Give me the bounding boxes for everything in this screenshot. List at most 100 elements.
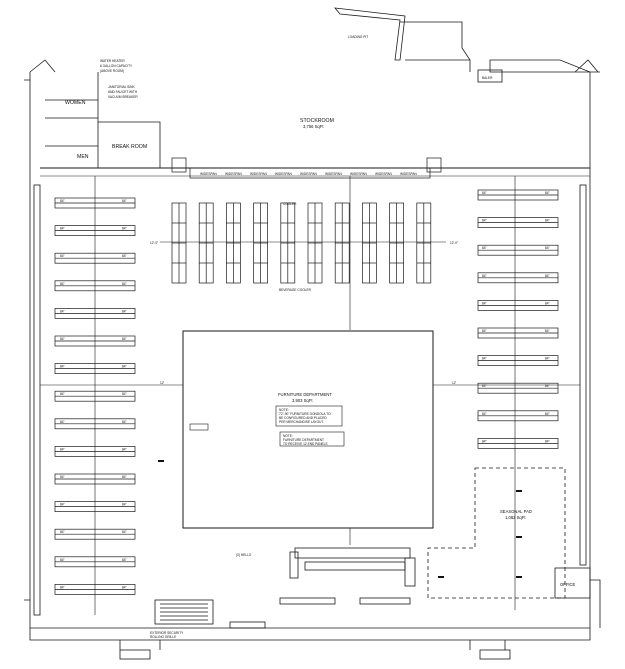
fixture-size-label: 84"	[60, 585, 65, 589]
center-gondola	[389, 202, 404, 284]
exterior-grille-line2: ROLLING GRILLE	[150, 635, 176, 639]
fixture-size-label: 84"	[60, 392, 65, 396]
dim-right: 12'-0"	[450, 241, 458, 245]
left-gondola: 84"84"	[54, 308, 136, 319]
fixture-size-label: 84"	[122, 447, 127, 451]
men-restroom-label: MEN	[77, 154, 89, 160]
left-gondola: 84"84"	[54, 363, 136, 374]
right-gondola: 84"84"	[477, 300, 559, 311]
left-gondola: 84"84"	[54, 473, 136, 485]
furniture-note1-line2: 72"-90" FURNITURE GONDOLA TO	[279, 412, 331, 416]
fixture-size-label: 84"	[60, 558, 65, 562]
fixture-size-label: 84"	[482, 439, 487, 443]
widespan-label: WIDESPAN	[400, 172, 417, 176]
fixture-size-label: 84"	[60, 420, 65, 424]
center-gondola	[334, 202, 350, 284]
furniture-dept-label: FURNITURE DEPARTMENT	[278, 392, 332, 397]
dim-left-furniture: 12'	[160, 381, 165, 385]
right-gondola: 84" 84"	[477, 272, 559, 284]
fixture-size-label: 84"	[122, 392, 127, 396]
widespan-label: WIDESPAN	[225, 172, 242, 176]
water-heater-line2: 6 GALLON CAPACITY	[100, 64, 133, 68]
left-gondola: 84"84"	[54, 418, 136, 430]
janitorial-line2: AND FAUCET WITH	[108, 90, 138, 94]
dim-right-furniture: 12'	[452, 381, 457, 385]
fixture-size-label: 84"	[122, 585, 127, 589]
janitorial-line1: JANITORIAL SINK	[108, 85, 135, 89]
fixture-size-label: 84"	[122, 365, 127, 369]
center-gondola	[171, 202, 187, 284]
fixture-size-label: 84"	[545, 329, 550, 333]
exterior-grille-line1: EXTERIOR SECURITY	[150, 631, 184, 635]
fixture-size-label: 84"	[545, 384, 550, 388]
right-gondola: 84"84"	[477, 189, 559, 201]
widespan-row	[171, 157, 442, 179]
fixture-size-label: 84"	[122, 337, 127, 341]
fixture-size-label: 84"	[122, 227, 127, 231]
furniture-note1-line4: PER MERCHANDISE LAYOUT.	[279, 420, 324, 424]
fixture-size-label: 84"	[60, 254, 65, 258]
right-gondola: 84" 84"	[477, 217, 559, 228]
left-gondola: 84" 84"	[54, 556, 136, 568]
center-gondola	[253, 202, 268, 284]
center-gondola	[362, 202, 377, 284]
fixture-size-label: 84"	[482, 329, 487, 333]
fixture-size-label: 84"	[60, 227, 65, 231]
water-heater-line3: (ABOVE ROOM)	[100, 69, 124, 73]
fixture-size-label: 84"	[122, 558, 127, 562]
furniture-note2-line2: FURNITURE DEPARTMENT	[283, 438, 324, 442]
center-gondola	[416, 202, 432, 284]
cooler-label: COOLER	[283, 202, 297, 206]
janitorial-line3: VACUUM BREAKER	[108, 95, 138, 99]
seasonal-pad-label: SEASONAL PAD	[500, 509, 532, 514]
widespan-label: WIDESPAN	[275, 172, 292, 176]
break-room-label: BREAK ROOM	[112, 144, 147, 150]
fixture-size-label: 84"	[60, 530, 65, 534]
left-gondola: 84" 84"	[54, 584, 136, 595]
left-gondola: 84" 84"	[54, 390, 136, 402]
fixture-size-label: 84"	[482, 274, 487, 278]
left-gondola: 84" 84"	[54, 446, 136, 457]
fixture-size-label: 84"	[482, 219, 487, 223]
seasonal-pad-area-text: 1,062 SqFt	[505, 515, 526, 520]
loading-pit-label: LOADING PIT	[348, 35, 368, 39]
furniture-note2-line3: TO RECEIVE 12 END PANELS	[283, 442, 328, 446]
seasonal-pad-area	[427, 467, 566, 599]
right-gondola: 84"84"	[477, 244, 559, 256]
widespan-label: WIDESPAN	[325, 172, 342, 176]
fixture-size-label: 84"	[122, 503, 127, 507]
fixture-size-label: 84"	[122, 530, 127, 534]
center-gondola	[198, 202, 214, 284]
fixture-size-label: 84"	[482, 246, 487, 250]
widespan-label: WIDESPAN	[250, 172, 267, 176]
furniture-note1-line3: BE CONFIGURED AND PLACED	[279, 416, 327, 420]
fixture-size-label: 84"	[545, 439, 550, 443]
fixture-size-label: 84"	[60, 282, 65, 286]
fixture-size-label: 84"	[60, 337, 65, 341]
right-gondola: 84"84"	[477, 382, 559, 394]
women-restroom-label: WOMEN	[65, 100, 86, 106]
furniture-note2-line1: NOTE:	[283, 434, 293, 438]
right-gondola: 84" 84"	[477, 327, 559, 339]
fixture-size-label: 84"	[545, 412, 550, 416]
fixture-size-label: 84"	[545, 274, 550, 278]
right-gondola: 84" 84"	[477, 410, 559, 422]
fixture-size-label: 84"	[545, 219, 550, 223]
fixture-size-label: 84"	[482, 412, 487, 416]
furniture-note1-line1: NOTE:	[279, 408, 289, 412]
widespan-label: WIDESPAN	[375, 172, 392, 176]
baler-label: BALER	[482, 76, 493, 80]
fixture-size-label: 84"	[122, 254, 127, 258]
fixture-size-label: 84"	[482, 191, 487, 195]
fixture-size-label: 84"	[122, 309, 127, 313]
right-gondola: 84" 84"	[477, 438, 559, 449]
left-gondola: 84" 84"	[54, 280, 136, 292]
fixture-size-label: 84"	[545, 301, 550, 305]
left-gondola: 84"84"	[54, 197, 136, 209]
fixture-size-label: 84"	[60, 447, 65, 451]
widespan-label: WIDESPAN	[300, 172, 317, 176]
fixture-size-label: 84"	[122, 282, 127, 286]
left-gondola: 84" 84"	[54, 528, 136, 540]
left-gondola: 84" 84"	[54, 252, 136, 264]
